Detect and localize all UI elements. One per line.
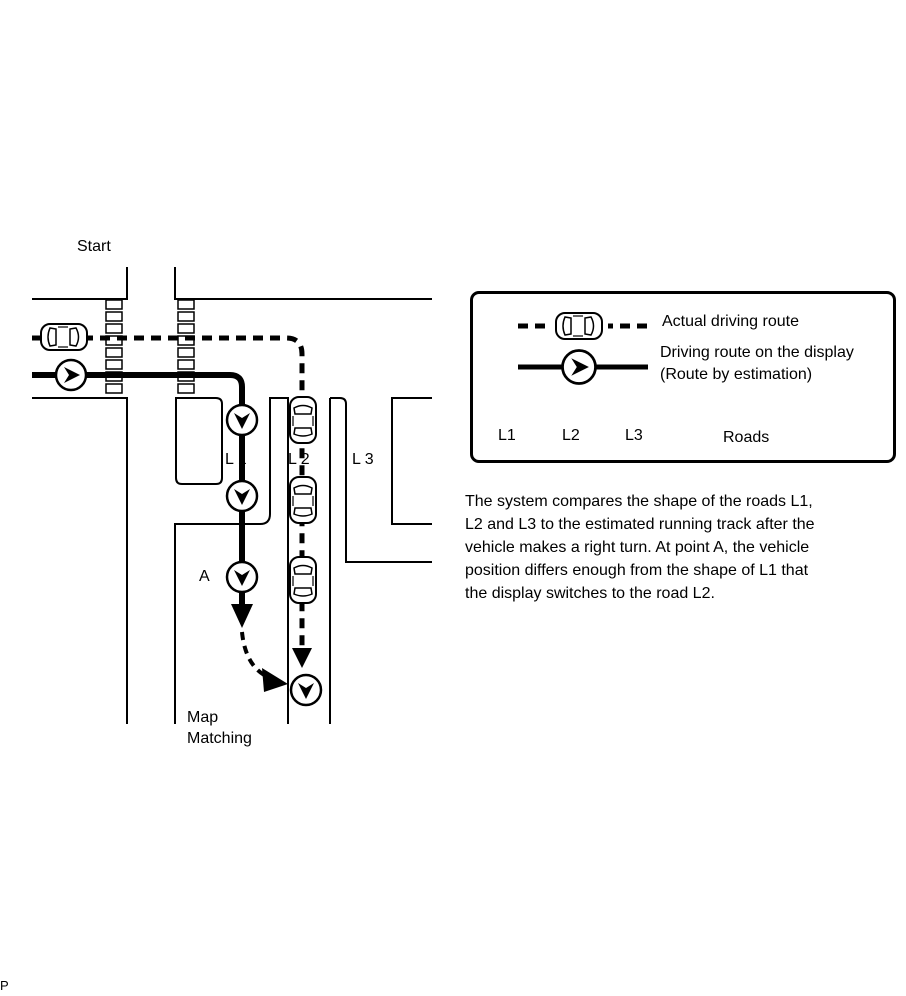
description-line: position differs enough from the shape o…: [465, 562, 809, 579]
display-route-arrowhead: [231, 604, 253, 628]
description-line: L2 and L3 to the estimated running track…: [465, 516, 815, 533]
legend-display-route-label: Driving route on the display: [660, 344, 854, 361]
point-a-label: A: [199, 568, 210, 585]
car-top-view-icon: [40, 323, 88, 351]
description-paragraph: The system compares the shape of the roa…: [465, 490, 885, 605]
description-line: vehicle makes a right turn. At point A, …: [465, 539, 810, 556]
description-line: The system compares the shape of the roa…: [465, 493, 813, 510]
road-l2-label: L 2: [288, 451, 310, 468]
direction-marker-icon: [225, 479, 259, 513]
crosswalk-left: [105, 299, 123, 394]
direction-marker-icon: [225, 560, 259, 594]
map-matching-label-line1: Map: [187, 709, 219, 726]
map-matching-arrowhead: [262, 668, 288, 692]
car-top-view-icon: [289, 556, 317, 604]
road-edges: [32, 267, 432, 724]
direction-marker-icon: [289, 673, 323, 707]
description-line: the display switches to the road L2.: [465, 585, 715, 602]
car-top-view-icon: [289, 476, 317, 524]
start-label: Start: [77, 238, 111, 255]
legend-road-l1: L1: [498, 427, 516, 444]
legend-road-l3: L3: [625, 427, 643, 444]
map-matching-jump: [240, 631, 277, 682]
corner-mark: P: [0, 978, 9, 993]
direction-marker-icon: [225, 403, 259, 437]
road-l3-label: L 3: [352, 451, 374, 468]
actual-driving-route: [32, 335, 305, 650]
car-top-view-icon: [289, 396, 317, 444]
legend-display-route-sublabel: (Route by estimation): [660, 366, 813, 383]
legend-road-l2: L2: [562, 427, 580, 444]
direction-marker-icon: [54, 358, 88, 392]
legend-box: [470, 291, 896, 463]
road-l1-label: L 1: [225, 451, 247, 468]
actual-route-arrowhead: [292, 648, 312, 668]
legend-actual-route-label: Actual driving route: [662, 313, 799, 330]
map-matching-label-line2: Matching: [187, 730, 252, 747]
crosswalk-right: [177, 299, 195, 394]
display-route: [32, 372, 245, 606]
legend-roads-label: Roads: [723, 429, 770, 446]
